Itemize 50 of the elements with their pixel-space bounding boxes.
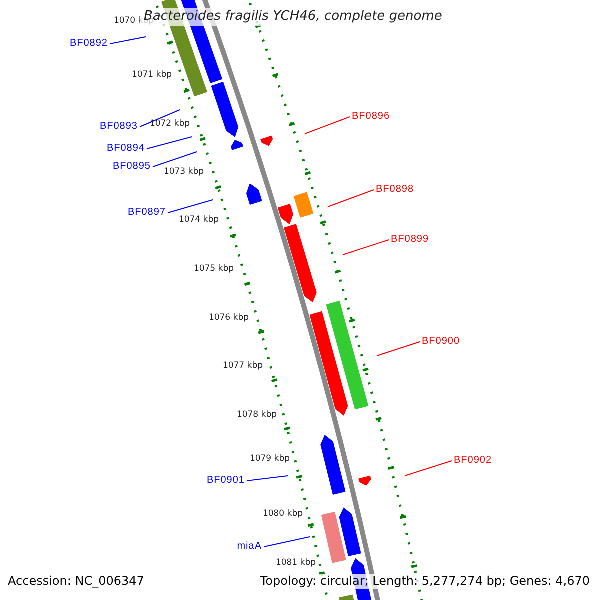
gene-pentagon	[310, 311, 348, 416]
leader-line	[304, 116, 350, 134]
scale-label: 1071 kbp	[132, 71, 172, 80]
gene-label: BF0896	[352, 111, 390, 123]
scale-label: 1073 kbp	[164, 168, 204, 177]
gene-label: BF0895	[112, 161, 151, 173]
gene-label: BF0897	[128, 207, 166, 219]
scale-label: 1078 kbp	[236, 411, 277, 420]
footer-text: Accession: NC_006347	[6, 574, 146, 589]
scale-label: 1074 kbp	[178, 216, 219, 225]
gene-pentagon	[320, 435, 346, 495]
leader-line	[140, 110, 180, 128]
gene-label: BF0893	[100, 121, 138, 133]
scale-label: 1072 kbp	[150, 120, 190, 129]
scale-label: 1077 kbp	[222, 362, 263, 371]
gene-label: miaA	[237, 541, 262, 553]
gene-label: BF0902	[454, 455, 492, 467]
leader-line	[246, 476, 288, 482]
scale-label: 1076 kbp	[208, 314, 249, 323]
leader-line	[264, 536, 310, 548]
scale-label: 1081 kbp	[276, 559, 316, 568]
gene-pentagon	[246, 184, 262, 205]
scale-label: 1080 kbp	[262, 510, 303, 519]
leader-line	[146, 136, 192, 150]
gene-pentagon	[211, 82, 239, 138]
leader-line	[376, 342, 420, 356]
gene-pentagon	[278, 204, 294, 224]
gene-label: BF0892	[70, 38, 108, 50]
leader-line	[152, 152, 198, 168]
gene-label: BF0894	[106, 143, 145, 155]
gene-pentagon	[339, 508, 362, 556]
gene-label: BF0900	[422, 336, 460, 348]
gene-label: BF0898	[376, 184, 414, 196]
scale-label: 1075 kbp	[194, 265, 234, 274]
gene-label: BF0899	[391, 234, 430, 246]
leader-line	[328, 190, 374, 208]
gene-pentagon	[358, 476, 372, 486]
gene-bar	[326, 300, 369, 410]
gene-bar	[321, 512, 346, 564]
gene-label: BF0901	[206, 475, 245, 487]
gene-pentagon	[231, 140, 244, 150]
gene-pentagon	[284, 224, 317, 303]
gene-bar	[294, 192, 314, 218]
leader-line	[404, 460, 452, 476]
footer-text: Topology: circular; Length: 5,277,274 bp; Genes: 4,670	[258, 574, 592, 589]
leader-line	[168, 200, 214, 214]
leader-line	[110, 36, 146, 44]
gene-pentagon	[260, 136, 274, 146]
scale-label: 1079 kbp	[250, 455, 290, 464]
leader-line	[342, 240, 390, 256]
